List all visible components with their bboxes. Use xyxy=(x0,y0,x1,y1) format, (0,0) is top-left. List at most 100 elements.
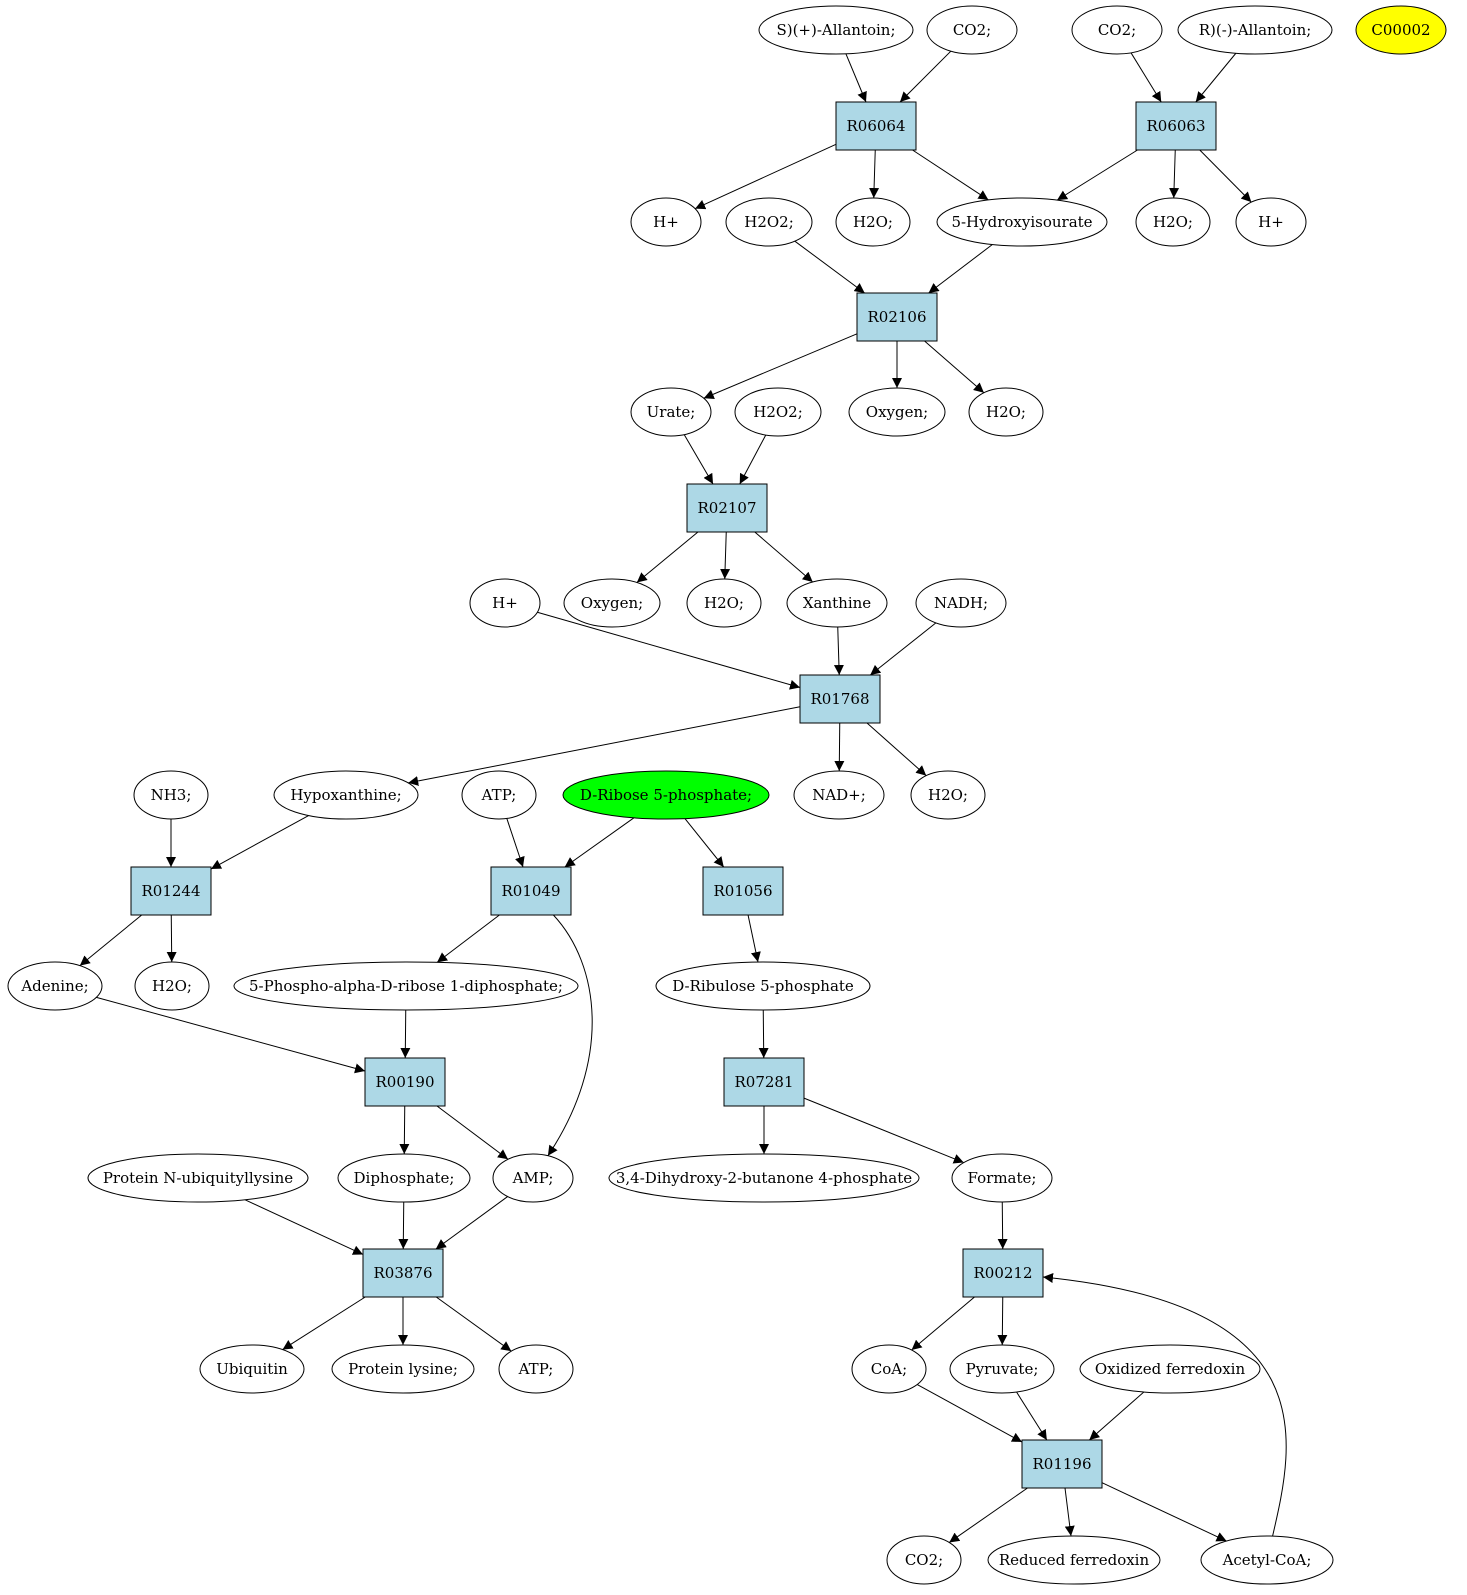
compound-node-acetylcoa[interactable]: Acetyl-CoA; xyxy=(1200,1535,1334,1585)
compound-label: AMP; xyxy=(512,1169,554,1187)
reaction-label: R06064 xyxy=(846,117,905,135)
reaction-node-R00190[interactable]: R00190 xyxy=(364,1057,446,1107)
reaction-box xyxy=(1021,1439,1103,1489)
compound-label: Adenine; xyxy=(20,977,88,995)
reaction-box xyxy=(723,1057,805,1107)
compound-ellipse xyxy=(492,1153,574,1203)
compound-node-oxygen_a[interactable]: Oxygen; xyxy=(848,387,946,437)
compound-ellipse xyxy=(498,1344,574,1394)
compound-label: H2O; xyxy=(853,213,893,231)
compound-node-nh3[interactable]: NH3; xyxy=(133,770,209,820)
compound-node-adenine[interactable]: Adenine; xyxy=(7,961,103,1011)
compound-node-dhbp[interactable]: 3,4-Dihydroxy-2-butanone 4-phosphate xyxy=(608,1153,920,1203)
compound-node-atp_a[interactable]: ATP; xyxy=(461,770,537,820)
compound-label: H2O; xyxy=(928,786,968,804)
compound-label: Hypoxanthine; xyxy=(290,786,401,804)
compound-node-co2_a[interactable]: CO2; xyxy=(926,5,1018,55)
edge-R01768-to-hypoxanthine xyxy=(408,706,801,786)
reaction-node-R00212[interactable]: R00212 xyxy=(962,1248,1044,1298)
reaction-label: R02107 xyxy=(697,499,756,517)
compound-node-h2o2_a[interactable]: H2O2; xyxy=(725,197,813,247)
compound-node-nadh[interactable]: NADH; xyxy=(915,578,1007,628)
compound-ellipse xyxy=(786,578,888,628)
reaction-node-R01196[interactable]: R01196 xyxy=(1021,1439,1103,1489)
compound-node-hypoxanthine[interactable]: Hypoxanthine; xyxy=(273,770,419,820)
compound-label: ATP; xyxy=(481,786,517,804)
reaction-node-R01244[interactable]: R01244 xyxy=(130,866,212,916)
compound-node-co2_c[interactable]: CO2; xyxy=(886,1535,962,1585)
compound-label: R)(-)-Allantoin; xyxy=(1199,21,1312,39)
compound-node-red_ferredoxin[interactable]: Reduced ferredoxin xyxy=(987,1535,1161,1585)
reaction-node-R01056[interactable]: R01056 xyxy=(702,866,784,916)
reaction-label: R00212 xyxy=(973,1264,1032,1282)
edge-R01768-to-nadplus xyxy=(834,722,845,772)
compound-node-pyruvate[interactable]: Pyruvate; xyxy=(949,1344,1055,1394)
compound-node-h2o_d[interactable]: H2O; xyxy=(686,578,762,628)
compound-node-ubiquitin[interactable]: Ubiquitin xyxy=(199,1344,305,1394)
compound-node-h2o_e[interactable]: H2O; xyxy=(910,770,986,820)
reaction-box xyxy=(856,292,938,342)
reaction-label: R01049 xyxy=(501,882,560,900)
compound-ellipse xyxy=(655,961,871,1011)
compound-node-h2o_a[interactable]: H2O; xyxy=(835,197,911,247)
reaction-node-R07281[interactable]: R07281 xyxy=(723,1057,805,1107)
compound-ellipse xyxy=(233,961,579,1011)
compound-node-h2o_c[interactable]: H2O; xyxy=(968,387,1044,437)
compound-ellipse xyxy=(793,770,885,820)
compound-label: H2O2; xyxy=(744,213,794,231)
compound-node-urate[interactable]: Urate; xyxy=(630,387,712,437)
edge-R06063-to-hydroxyisourate xyxy=(1056,149,1138,201)
reaction-node-R02107[interactable]: R02107 xyxy=(686,483,768,533)
compound-node-protein_nub[interactable]: Protein N-ubiquityllysine xyxy=(87,1153,309,1203)
compound-label: Oxygen; xyxy=(866,403,928,421)
compound-node-ribose5p[interactable]: D-Ribose 5-phosphate; xyxy=(562,770,770,820)
reaction-node-R03876[interactable]: R03876 xyxy=(362,1248,444,1298)
compound-ellipse xyxy=(630,197,702,247)
reaction-box xyxy=(362,1248,444,1298)
compound-node-ox_ferredoxin[interactable]: Oxidized ferredoxin xyxy=(1079,1344,1261,1394)
compound-node-c00002[interactable]: C00002 xyxy=(1355,5,1447,55)
compound-ellipse xyxy=(848,387,946,437)
compound-node-hplus_c[interactable]: H+ xyxy=(469,578,541,628)
compound-node-protein_lysine[interactable]: Protein lysine; xyxy=(331,1344,475,1394)
edge-nadh-to-R01768 xyxy=(869,622,937,676)
compound-node-oxygen_b[interactable]: Oxygen; xyxy=(563,578,661,628)
compound-node-nadplus[interactable]: NAD+; xyxy=(793,770,885,820)
edge-ribose5p-to-R01056 xyxy=(684,818,725,868)
compound-node-hydroxyisourate[interactable]: 5-Hydroxyisourate xyxy=(936,197,1108,247)
compound-node-co2_b[interactable]: CO2; xyxy=(1071,5,1163,55)
compound-node-h2o_f[interactable]: H2O; xyxy=(134,961,210,1011)
reaction-box xyxy=(1135,101,1217,151)
reaction-node-R01049[interactable]: R01049 xyxy=(490,866,572,916)
compound-node-amp[interactable]: AMP; xyxy=(492,1153,574,1203)
compound-node-h2o_b[interactable]: H2O; xyxy=(1135,197,1211,247)
edge-R00190-to-amp xyxy=(436,1105,509,1160)
compound-ellipse xyxy=(936,197,1108,247)
compound-ellipse xyxy=(951,1153,1053,1203)
compound-label: CO2; xyxy=(1098,21,1136,39)
compound-node-formate[interactable]: Formate; xyxy=(951,1153,1053,1203)
compound-node-hplus_b[interactable]: H+ xyxy=(1235,197,1307,247)
edge-xanthine-to-R01768 xyxy=(833,626,844,676)
edge-pyruvate-to-R01196 xyxy=(1016,1391,1048,1441)
reaction-node-R01768[interactable]: R01768 xyxy=(799,674,881,724)
reaction-node-R06063[interactable]: R06063 xyxy=(1135,101,1217,151)
reaction-label: R01196 xyxy=(1032,1455,1091,1473)
compound-node-ribulose5p[interactable]: D-Ribulose 5-phosphate xyxy=(655,961,871,1011)
edge-R06064-to-hplus_a xyxy=(694,143,837,210)
compound-label: C00002 xyxy=(1371,21,1430,39)
compound-node-allantoin_s[interactable]: S)(+)-Allantoin; xyxy=(758,5,914,55)
reaction-node-R02106[interactable]: R02106 xyxy=(856,292,938,342)
compound-ellipse xyxy=(562,770,770,820)
compound-node-atp_b[interactable]: ATP; xyxy=(498,1344,574,1394)
compound-node-h2o2_b[interactable]: H2O2; xyxy=(734,387,822,437)
reaction-node-R06064[interactable]: R06064 xyxy=(835,101,917,151)
compound-label: NAD+; xyxy=(812,786,866,804)
compound-node-prpp[interactable]: 5-Phospho-alpha-D-ribose 1-diphosphate; xyxy=(233,961,579,1011)
compound-node-allantoin_r[interactable]: R)(-)-Allantoin; xyxy=(1177,5,1333,55)
compound-label: 3,4-Dihydroxy-2-butanone 4-phosphate xyxy=(616,1169,912,1187)
compound-node-diphosphate[interactable]: Diphosphate; xyxy=(337,1153,471,1203)
compound-node-hplus_a[interactable]: H+ xyxy=(630,197,702,247)
compound-node-coa[interactable]: CoA; xyxy=(851,1344,927,1394)
compound-node-xanthine[interactable]: Xanthine xyxy=(786,578,888,628)
